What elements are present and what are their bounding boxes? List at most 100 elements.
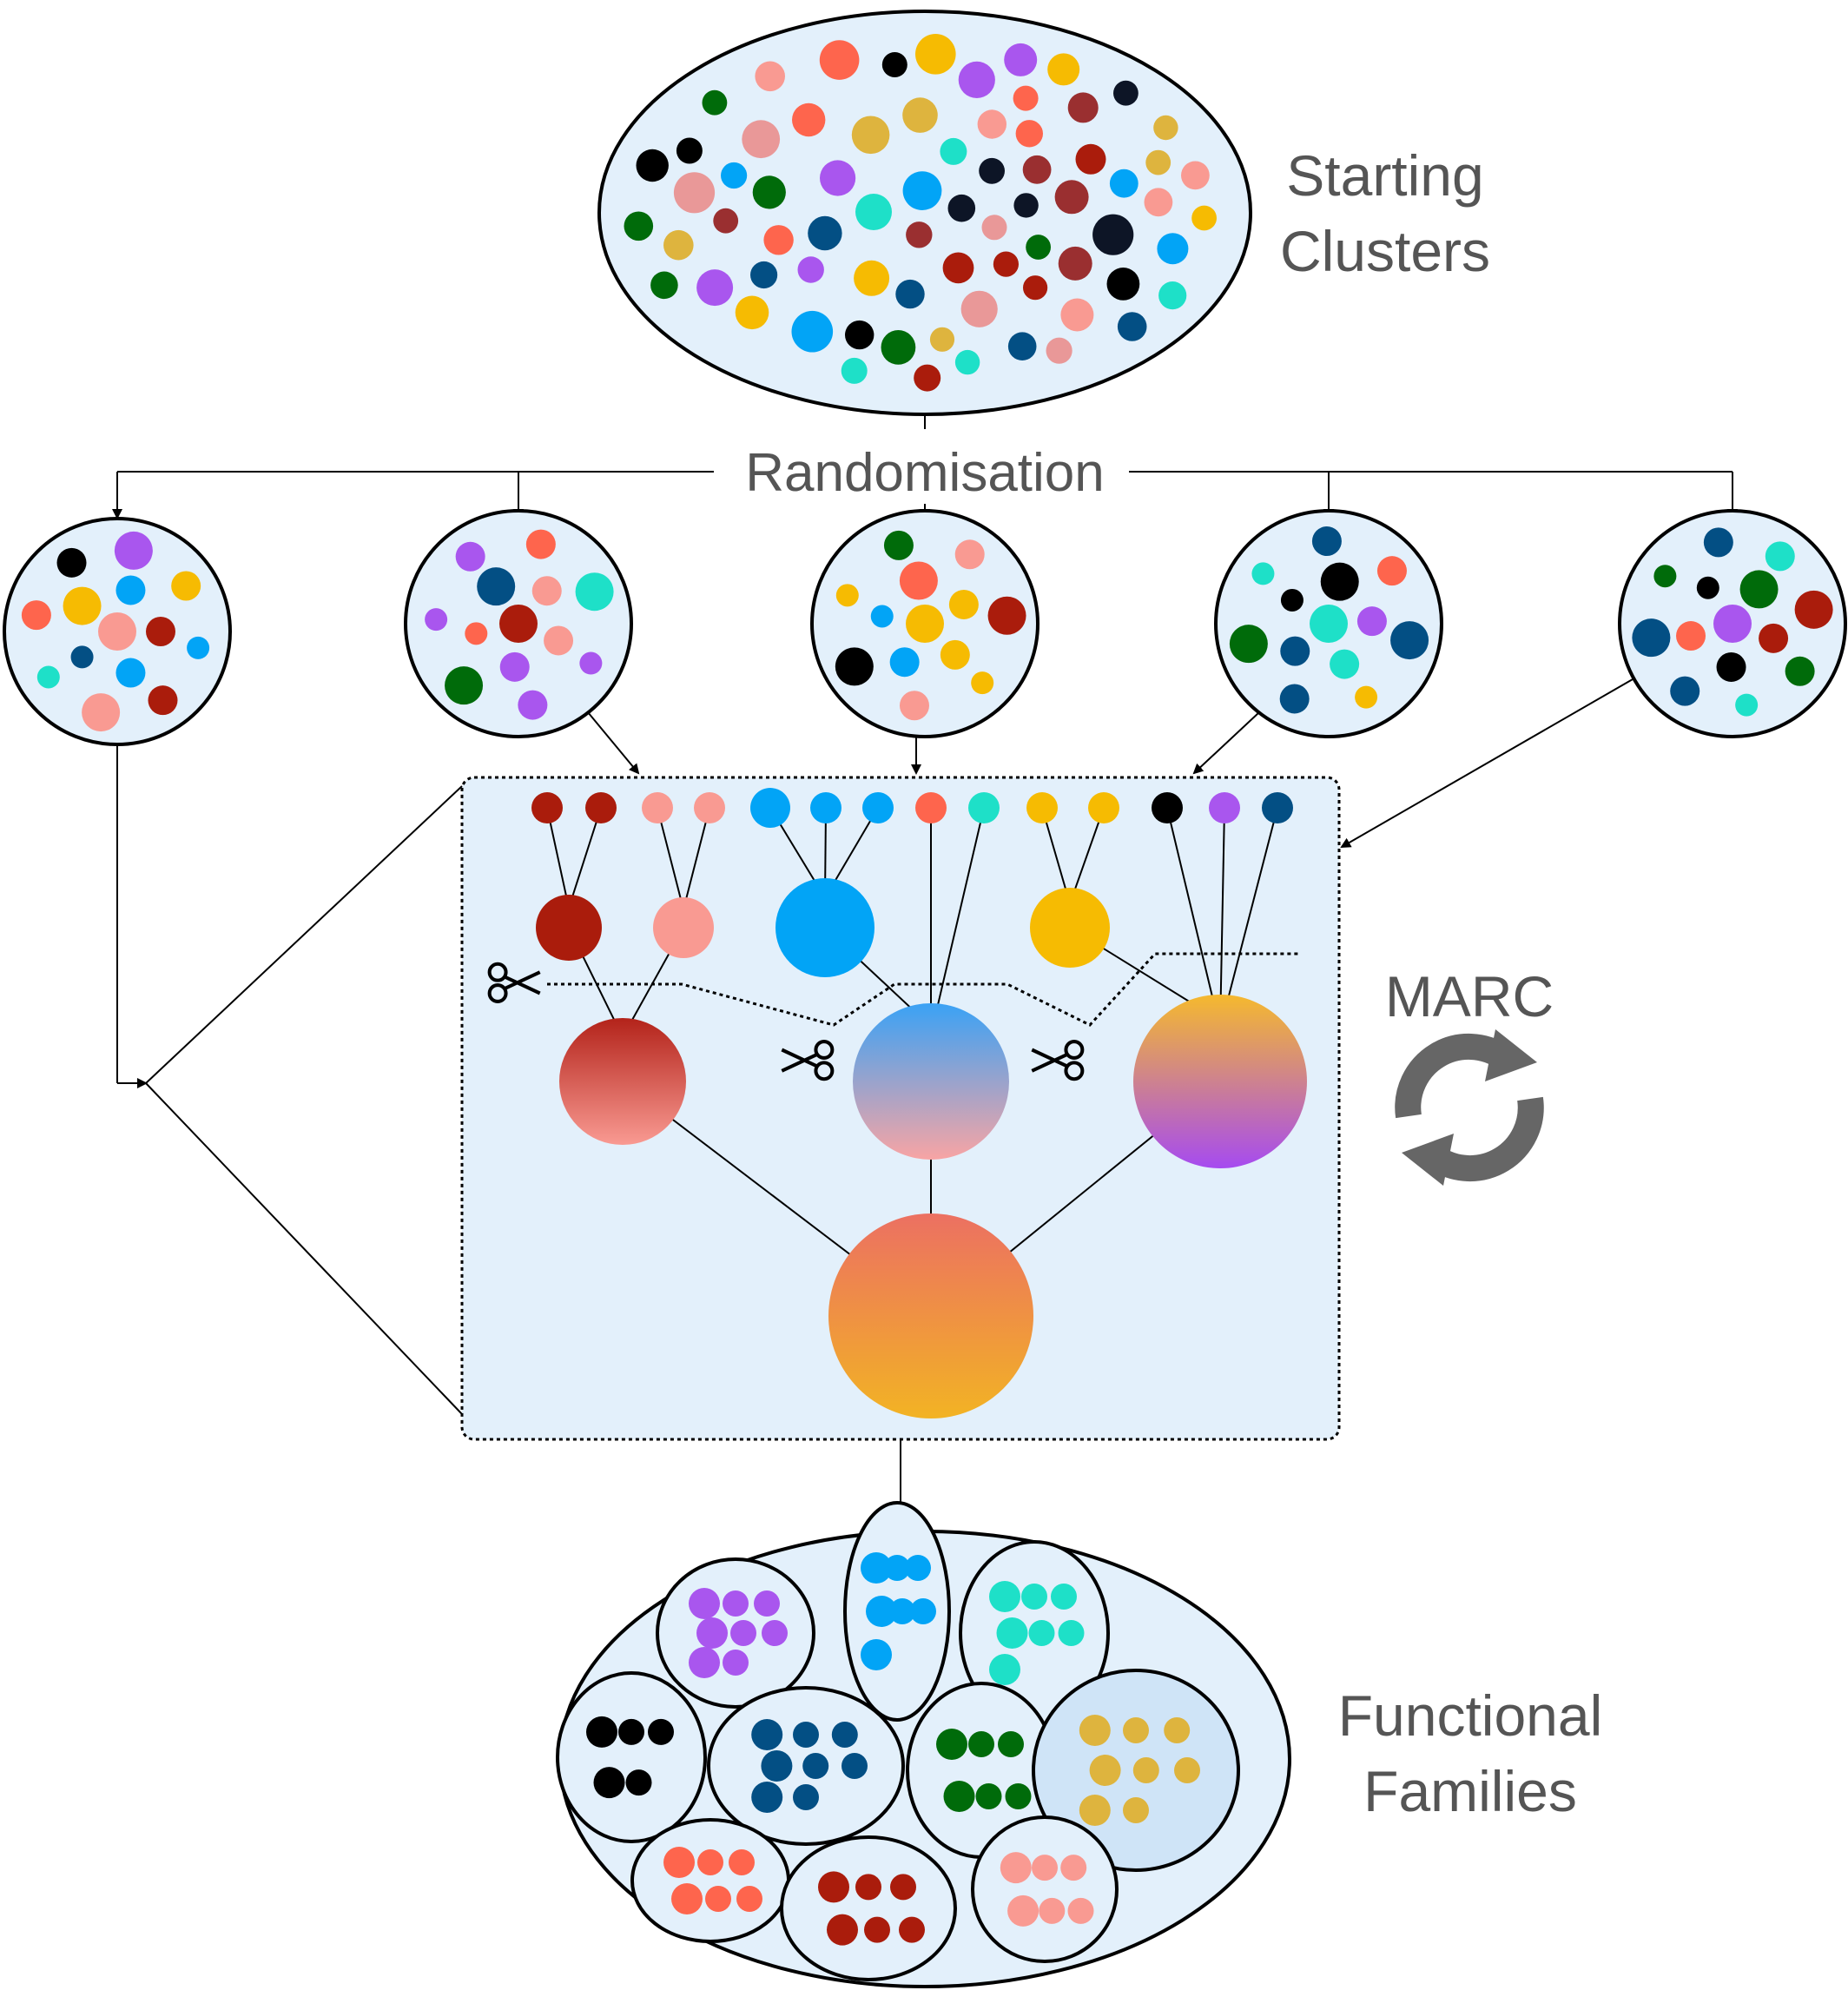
family-dot <box>586 1716 617 1748</box>
level2-node <box>559 1018 686 1145</box>
cluster-dot <box>979 157 1005 184</box>
family-dark_red <box>780 1835 957 1981</box>
cluster-dot <box>1794 590 1833 629</box>
cluster-dot <box>663 229 694 261</box>
cluster-dot <box>954 349 980 375</box>
family-dot <box>1079 1715 1111 1746</box>
level1-node <box>1030 888 1110 968</box>
marc-label: MARC <box>1385 964 1554 1028</box>
family-dot <box>1164 1717 1191 1743</box>
family-dot <box>751 1782 783 1813</box>
cluster-dot <box>36 665 60 689</box>
cluster-dot <box>902 97 938 133</box>
cluster-dot <box>1703 527 1733 558</box>
cluster-dot <box>636 149 669 182</box>
level1-node <box>653 897 714 958</box>
starting-cluster-dots <box>624 34 1217 392</box>
functional-families <box>556 1501 1291 1988</box>
cluster-dot <box>1047 53 1080 86</box>
cluster-dot <box>841 357 868 384</box>
family-dot <box>936 1729 967 1760</box>
cluster-dot <box>721 162 748 189</box>
family-dot <box>827 1914 858 1946</box>
cluster-dot <box>1145 149 1172 175</box>
family-dot <box>818 1871 849 1903</box>
leaf-node <box>585 792 617 823</box>
cluster-dot <box>929 327 955 352</box>
tree-edge <box>568 807 602 909</box>
cluster-dot <box>1022 155 1052 184</box>
cluster-dot <box>755 61 785 92</box>
family-dot <box>802 1753 829 1779</box>
family-dot <box>1060 1855 1087 1881</box>
family-dot <box>968 1731 994 1757</box>
cluster-dot <box>1676 621 1706 651</box>
cluster-dot <box>1739 570 1779 609</box>
level2-node <box>1133 995 1307 1168</box>
cluster-dot <box>960 290 998 327</box>
cluster-dot <box>1310 605 1348 643</box>
level1-node <box>776 878 874 977</box>
cluster-dot <box>1144 188 1173 217</box>
family-dot <box>989 1581 1020 1612</box>
family-dot <box>996 1617 1028 1649</box>
family-dot <box>1067 1897 1094 1924</box>
cluster-dot <box>676 137 703 164</box>
functional-families-label-line2: Families <box>1363 1759 1577 1823</box>
cluster-dot <box>792 102 826 137</box>
family-dot <box>1089 1755 1121 1786</box>
cluster-dot <box>445 666 484 705</box>
leaf-node <box>531 792 563 823</box>
cluster-dot <box>1113 80 1138 106</box>
cluster-dot <box>1376 556 1407 586</box>
cluster-dot <box>187 636 210 659</box>
cluster-dot <box>1670 676 1700 706</box>
cluster-dot <box>1153 115 1178 141</box>
tree-edge <box>930 807 985 1035</box>
family-dot <box>998 1731 1024 1757</box>
family-dot <box>855 1874 881 1901</box>
family-dot <box>1000 1852 1032 1884</box>
cluster-dot <box>1023 275 1048 301</box>
cluster-dot <box>971 671 994 695</box>
family-dot <box>889 1598 915 1624</box>
cluster-dot <box>1067 92 1099 123</box>
tree-edge <box>1219 807 1278 1030</box>
cluster-dot <box>1330 649 1360 679</box>
cluster-dot <box>1279 684 1310 714</box>
cluster-dot <box>696 269 734 307</box>
family-dot <box>593 1767 625 1799</box>
cluster-dot <box>820 160 856 196</box>
tree-edge <box>546 807 570 909</box>
family-dot <box>842 1753 868 1779</box>
cluster-dot <box>1046 337 1072 364</box>
family-pink <box>971 1815 1119 1963</box>
cluster-dot <box>942 252 974 284</box>
family-dot <box>754 1590 780 1617</box>
family-dot <box>910 1598 936 1624</box>
cluster-dot <box>1157 233 1189 265</box>
family-dot <box>866 1596 897 1627</box>
cluster-dot <box>499 605 538 643</box>
tree-edge <box>1219 807 1225 1030</box>
cluster-dot <box>63 586 102 625</box>
panel-input-arrows <box>116 678 1634 1415</box>
cluster-dot <box>954 539 985 570</box>
family-dot <box>864 1916 890 1943</box>
cluster-dot <box>1713 605 1752 643</box>
cluster-dot <box>21 600 51 631</box>
cluster-dot <box>1015 120 1044 148</box>
cluster-dot <box>750 261 778 289</box>
cut-line <box>547 952 1298 1027</box>
cluster-dot <box>1653 565 1677 588</box>
tree-edge <box>1069 807 1105 904</box>
family-dot <box>723 1590 749 1617</box>
cluster-dot <box>455 541 485 572</box>
cluster-dot <box>70 645 94 669</box>
family-groups <box>556 1501 1240 1981</box>
leaf-node <box>1026 792 1058 823</box>
cluster-dot <box>752 175 786 209</box>
cluster-dot <box>146 617 175 646</box>
cluster-dot <box>895 279 925 309</box>
cluster-dot <box>948 589 979 619</box>
